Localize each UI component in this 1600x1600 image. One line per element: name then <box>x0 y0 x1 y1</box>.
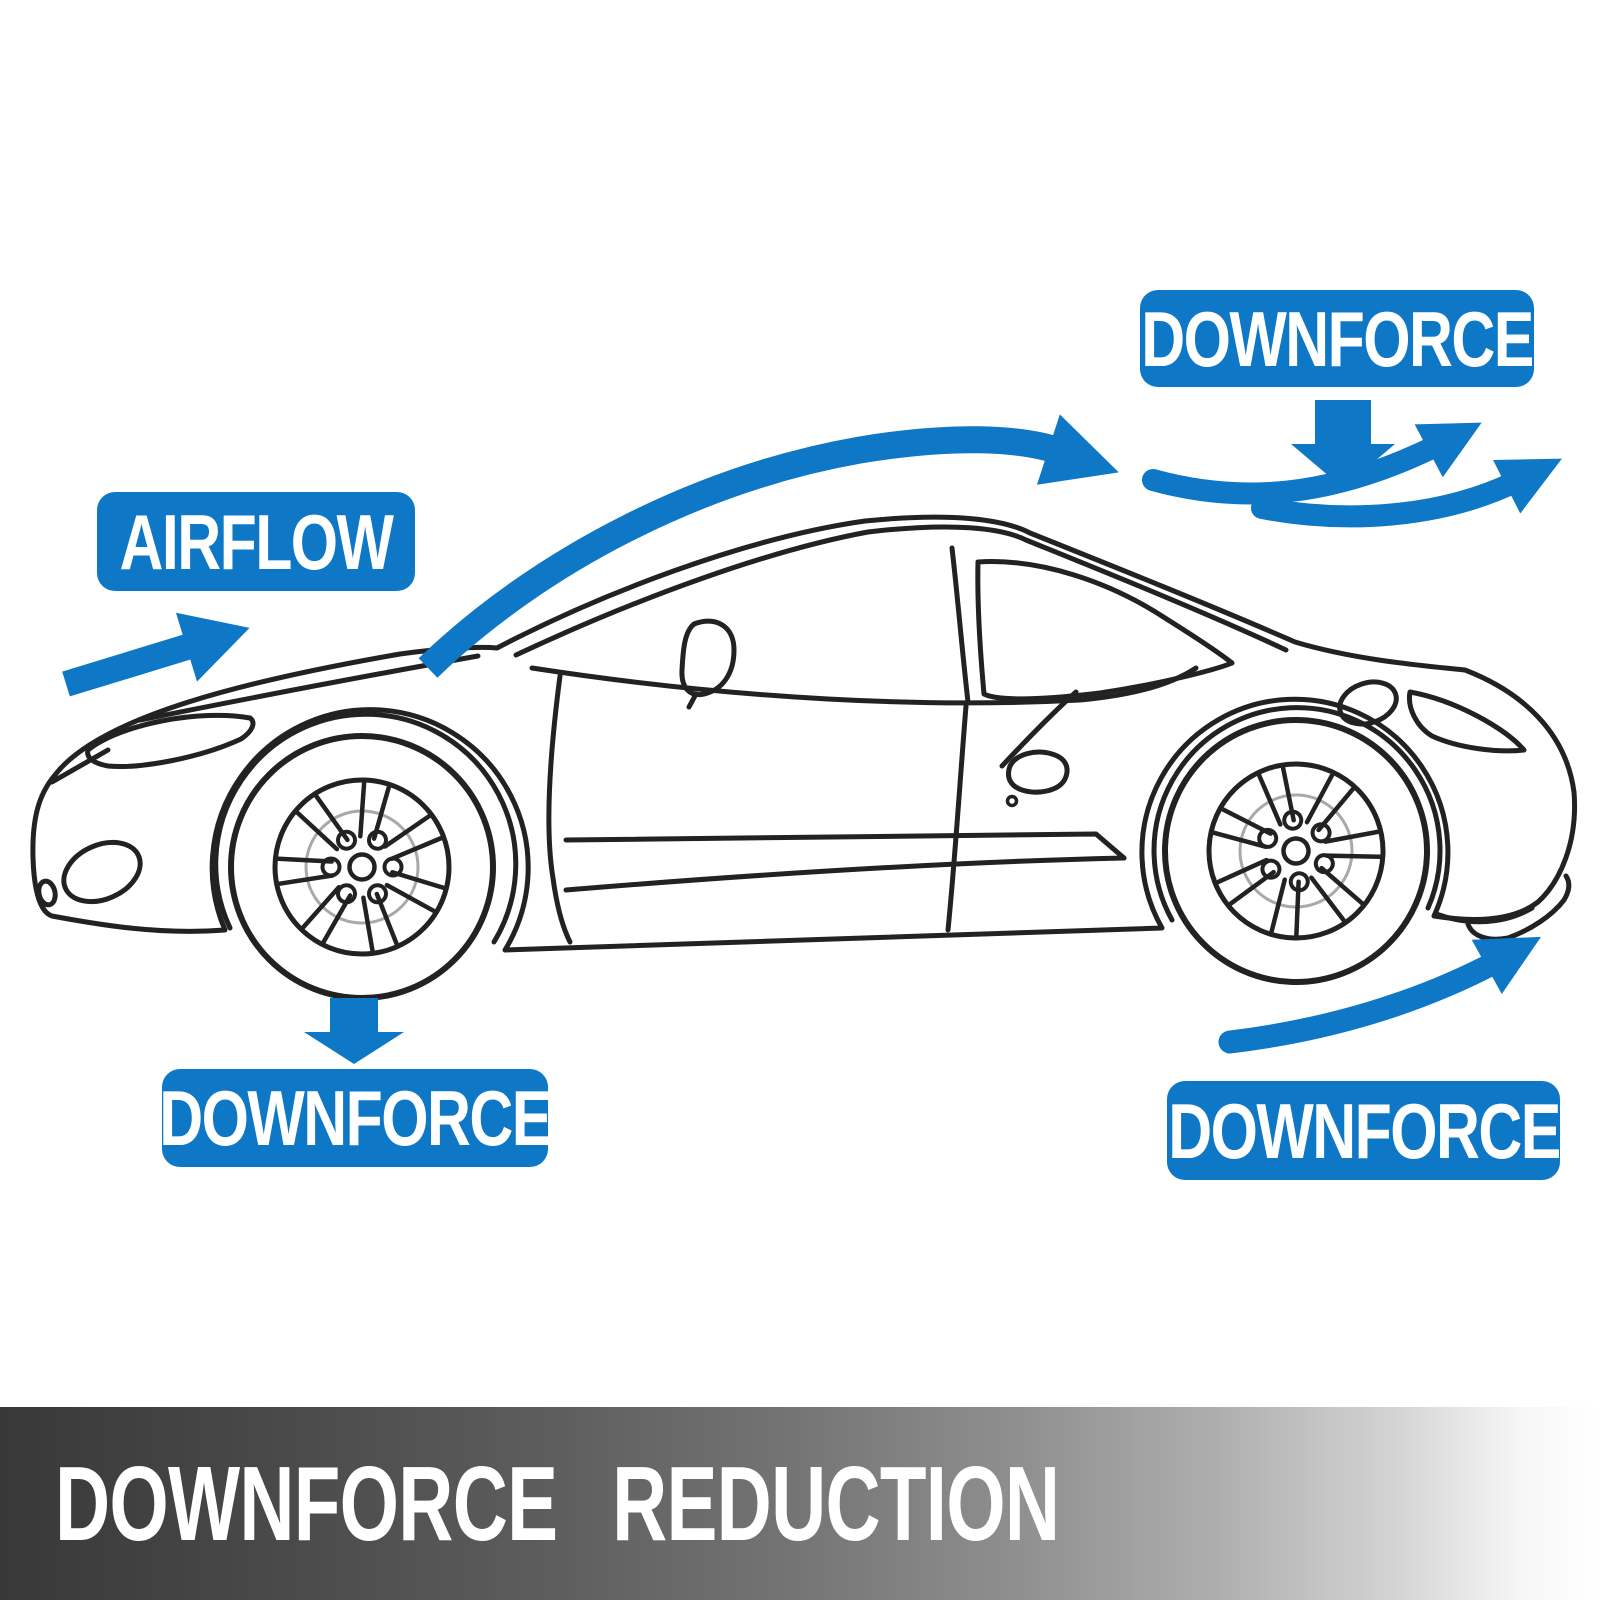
tail-lamp <box>1406 689 1527 754</box>
roof-inner-line <box>513 524 1289 658</box>
front-wheel <box>231 736 493 998</box>
airflow-label: AIRFLOW <box>97 492 415 591</box>
fog-light <box>61 839 143 905</box>
title-banner: DOWNFORCE REDUCTION <box>0 1407 1600 1600</box>
side-mirror <box>679 618 737 698</box>
downforce-label-top: DOWNFORCE <box>1140 290 1534 387</box>
quarter-window <box>975 559 1235 702</box>
rear-bumper-lower <box>1465 873 1572 942</box>
downforce-label-top-text: DOWNFORCE <box>1141 294 1534 383</box>
banner-title: DOWNFORCE REDUCTION <box>55 1444 1060 1563</box>
side-skirt-upper-line <box>563 831 1127 861</box>
door-handle <box>1006 749 1070 795</box>
door-front-edge <box>546 673 573 945</box>
belt-line <box>529 665 1199 706</box>
rear-quarter-crease <box>999 689 1079 769</box>
roof-airflow-arrow-icon <box>418 414 1119 678</box>
airflow-arrows <box>62 400 1562 1064</box>
rear-bumper-line <box>1433 905 1535 925</box>
nose-edge-line <box>49 747 111 785</box>
intake-airflow-arrow-icon <box>62 612 250 697</box>
rear-underbody-airflow-arrow-icon <box>1218 936 1541 1054</box>
door-keyhole <box>1005 794 1019 808</box>
car-line-drawing <box>30 514 1578 1024</box>
exit-airflow-arrow-upper-icon <box>1142 422 1482 505</box>
b-pillar <box>949 545 971 705</box>
mirror-stalk <box>686 691 699 710</box>
bumper-vent <box>36 878 58 908</box>
front-wheel-downforce-arrow-icon <box>304 998 404 1064</box>
downforce-label-rear-text: DOWNFORCE <box>1167 1086 1561 1175</box>
side-skirt-lower-line <box>563 855 1127 893</box>
door-rear-edge <box>945 703 969 933</box>
downforce-label-front-wheel: DOWNFORCE <box>159 1069 552 1167</box>
downforce-label-front-text: DOWNFORCE <box>159 1074 552 1162</box>
downforce-label-rear-wheel: DOWNFORCE <box>1167 1081 1561 1180</box>
front-fender-lip <box>213 711 519 945</box>
airflow-label-text: AIRFLOW <box>119 497 394 586</box>
headlight <box>85 712 256 769</box>
fuel-door <box>1337 679 1399 727</box>
rear-wheel <box>1123 678 1469 1024</box>
rear-fender-lip <box>1151 705 1443 923</box>
top-downforce-arrow-icon <box>1291 400 1395 488</box>
exit-airflow-arrow-lower-icon <box>1251 458 1562 528</box>
